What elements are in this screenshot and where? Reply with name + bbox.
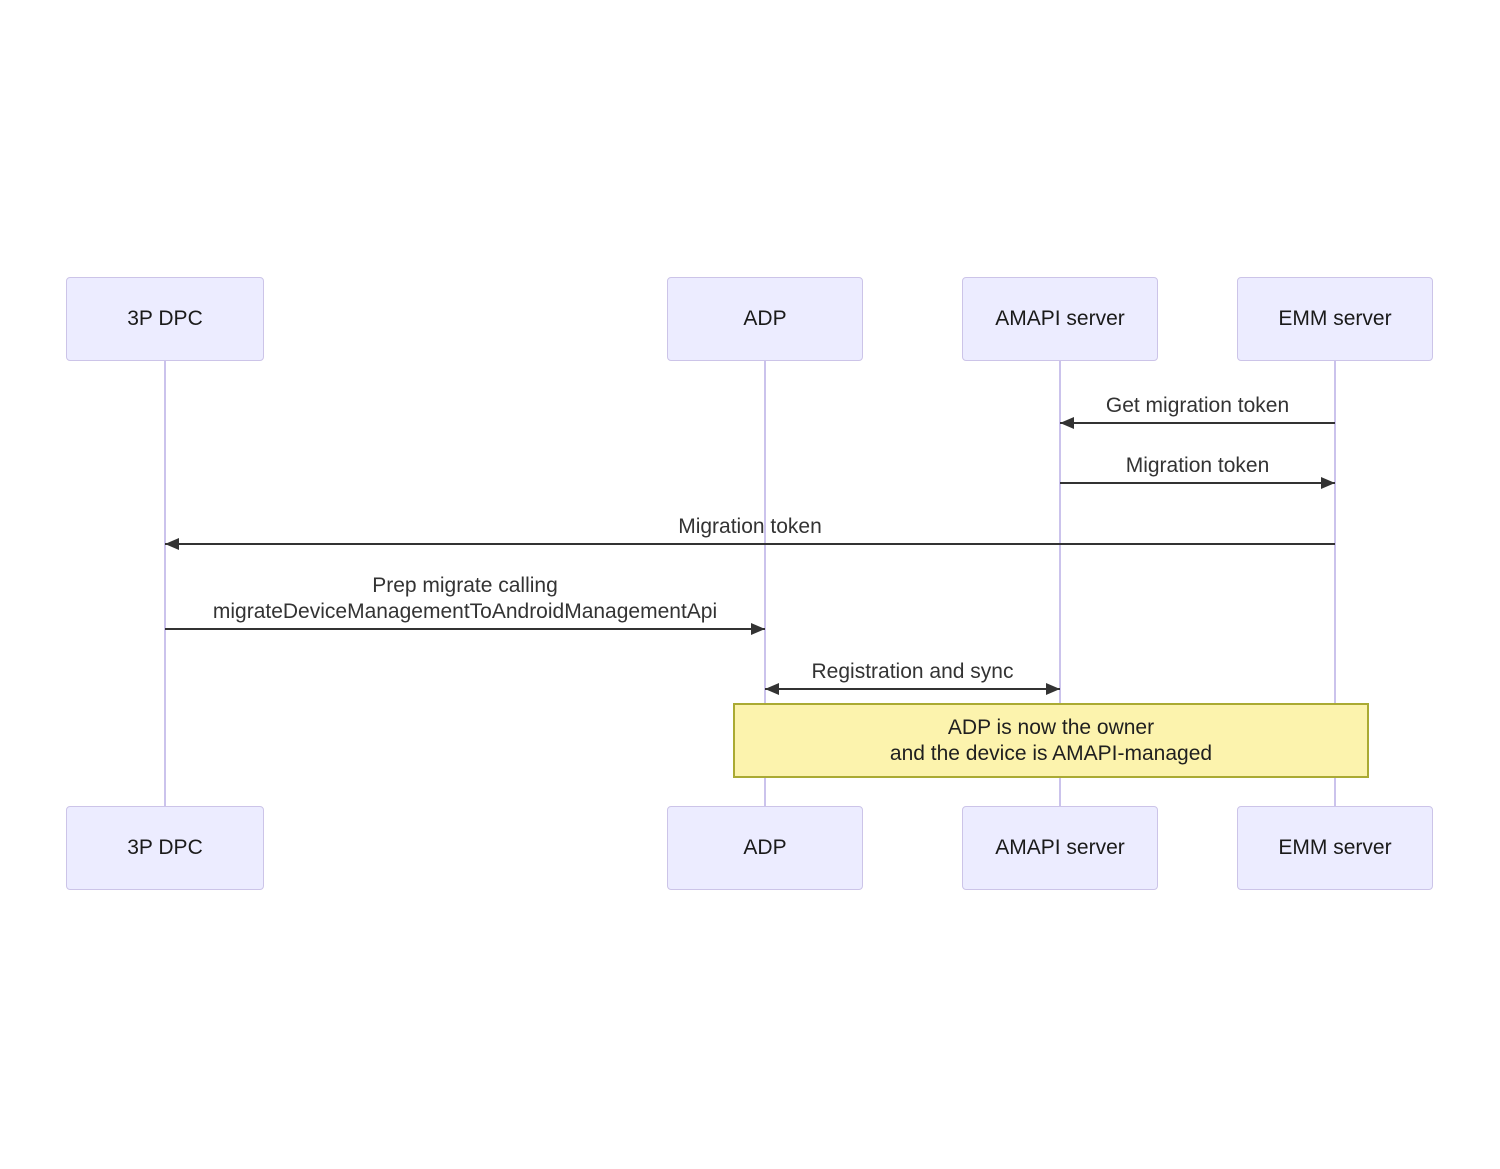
actor-top-adp: ADP [667, 277, 863, 361]
actor-bottom-amapi-server: AMAPI server [962, 806, 1158, 890]
actor-bottom-3p-dpc: 3P DPC [66, 806, 264, 890]
lifeline-emm-server [1334, 361, 1336, 806]
message-label: Migration token [678, 515, 822, 538]
message-get-migration-token: Get migration token [1060, 393, 1335, 429]
message-arrow [165, 623, 765, 635]
message-arrow [1060, 477, 1335, 489]
message-migration-token-to-dpc: Migration token [165, 514, 1335, 550]
message-registration-and-sync: Registration and sync [765, 659, 1060, 695]
message-arrow [765, 683, 1060, 695]
message-arrow [165, 538, 1335, 550]
arrowhead-right-icon [1046, 683, 1060, 695]
note-line2: and the device is AMAPI-managed [889, 741, 1213, 765]
arrowhead-right-icon [1321, 477, 1335, 489]
message-label: Registration and sync [811, 660, 1014, 683]
actor-label: AMAPI server [995, 836, 1125, 859]
arrowhead-left-icon [765, 683, 779, 695]
lifeline-3p-dpc [164, 361, 166, 806]
message-arrow [1060, 417, 1335, 429]
arrowhead-left-icon [1060, 417, 1074, 429]
actor-label: 3P DPC [127, 836, 203, 859]
lifeline-amapi-server [1059, 361, 1061, 806]
arrowhead-left-icon [165, 538, 179, 550]
actor-label: ADP [743, 836, 787, 859]
actor-bottom-adp: ADP [667, 806, 863, 890]
message-migration-token-reply: Migration token [1060, 453, 1335, 489]
actor-label: 3P DPC [127, 307, 203, 330]
lifeline-adp [764, 361, 766, 806]
arrowhead-right-icon [751, 623, 765, 635]
actor-label: EMM server [1278, 836, 1392, 859]
message-prep-migrate: Prep migrate calling migrateDeviceManage… [165, 573, 765, 635]
actor-label: AMAPI server [995, 307, 1125, 330]
note-line1: ADP is now the owner [947, 715, 1155, 739]
message-label: Get migration token [1105, 394, 1290, 417]
actor-top-amapi-server: AMAPI server [962, 277, 1158, 361]
note-adp-owner: ADP is now the owner and the device is A… [733, 703, 1369, 778]
actor-label: EMM server [1278, 307, 1392, 330]
message-label-line1: Prep migrate calling [372, 574, 558, 597]
actor-top-3p-dpc: 3P DPC [66, 277, 264, 361]
actor-bottom-emm-server: EMM server [1237, 806, 1433, 890]
actor-top-emm-server: EMM server [1237, 277, 1433, 361]
actor-label: ADP [743, 307, 787, 330]
message-label-line2: migrateDeviceManagementToAndroidManageme… [212, 600, 718, 623]
message-label: Migration token [1125, 454, 1270, 477]
